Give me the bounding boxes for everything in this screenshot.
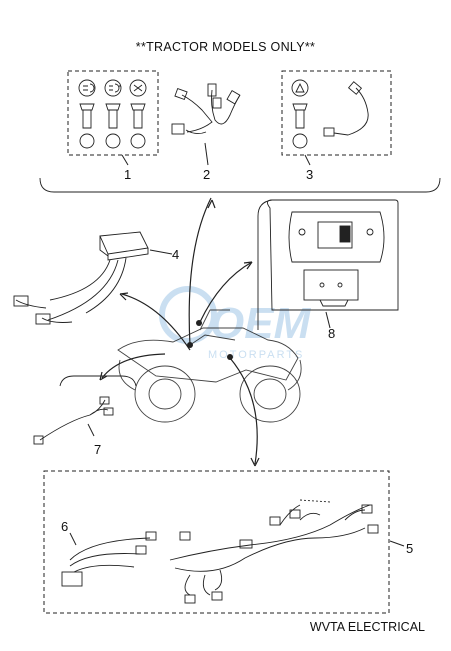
callout-4: 4 xyxy=(172,247,180,262)
callout-2: 2 xyxy=(203,167,211,182)
part-1-box xyxy=(67,70,159,156)
atv-vehicle xyxy=(117,309,302,423)
pointer-arrows xyxy=(99,197,260,467)
callout-1: 1 xyxy=(124,167,132,182)
callout-8: 8 xyxy=(328,326,336,341)
diagram-footer: WVTA ELECTRICAL xyxy=(309,620,425,634)
switch-icons-group xyxy=(78,79,147,149)
watermark-subtext: MOTORPARTS xyxy=(208,349,304,361)
part-4-component xyxy=(13,231,149,325)
watermark-logo: OEM MOTORPARTS xyxy=(159,286,312,361)
callout-6: 6 xyxy=(61,519,69,534)
attachment-dots xyxy=(187,320,233,360)
callout-7: 7 xyxy=(94,442,102,457)
group-bracket xyxy=(39,177,441,193)
part-7-bracket xyxy=(59,375,137,387)
part-5-6-box xyxy=(43,470,390,614)
hazard-switch xyxy=(291,79,369,149)
part-8-box xyxy=(267,199,399,311)
part-6-cable xyxy=(61,531,157,587)
part-3-box xyxy=(281,70,392,156)
callout-3: 3 xyxy=(306,167,314,182)
svg-text:OEM: OEM xyxy=(210,299,312,348)
diagram-header: **TRACTOR MODELS ONLY** xyxy=(135,40,316,54)
part-2-harness xyxy=(171,83,241,135)
part-7-harness xyxy=(33,396,114,445)
display-meter xyxy=(288,211,385,307)
part-5-main-harness xyxy=(169,499,379,604)
callout-5: 5 xyxy=(406,541,414,556)
